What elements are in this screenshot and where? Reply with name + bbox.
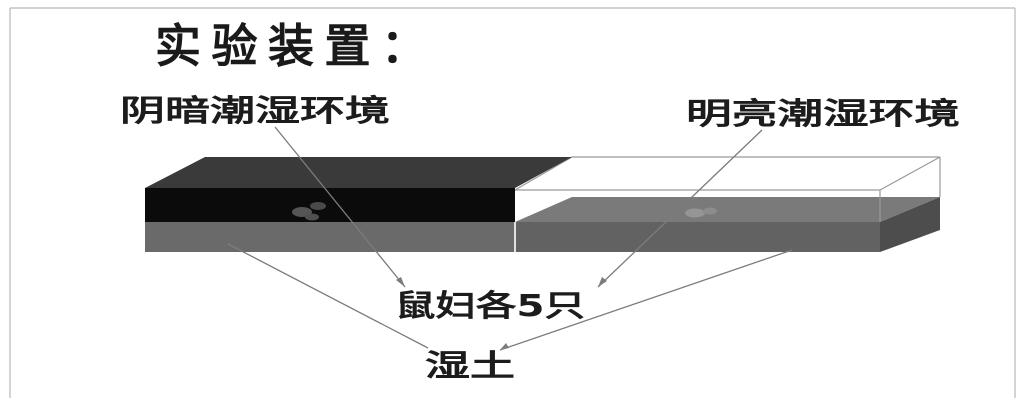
dark-soil-front <box>145 222 515 252</box>
bright-soil-front <box>515 222 880 252</box>
leader-dark-to-woodlice <box>274 126 406 288</box>
bright-soil-side <box>880 197 940 252</box>
leader-bright-to-woodlice <box>597 129 763 288</box>
label-soil: 湿土 <box>425 349 515 384</box>
woodlice-bright-group <box>685 207 717 218</box>
leader-soil-right <box>499 249 793 351</box>
leader-soil-left <box>227 243 429 349</box>
leader-lines <box>227 126 793 351</box>
arrowhead <box>598 277 607 287</box>
label-dark-environment: 阴暗潮湿环境 <box>120 94 390 129</box>
apparatus-box <box>145 156 941 252</box>
bright-cover-top <box>512 156 941 191</box>
dark-cover-top <box>145 157 572 188</box>
label-bright-environment: 明亮潮湿环境 <box>686 97 960 132</box>
arrowhead <box>396 277 405 287</box>
arrowhead <box>500 343 509 350</box>
bright-soil-top <box>515 197 940 222</box>
label-woodlice: 鼠妇各5只 <box>395 289 585 324</box>
woodlice-dark-group <box>292 202 326 221</box>
diagram-title: 实验装置： <box>155 19 427 73</box>
dark-cover-front <box>145 188 515 222</box>
page-frame <box>9 7 1016 398</box>
